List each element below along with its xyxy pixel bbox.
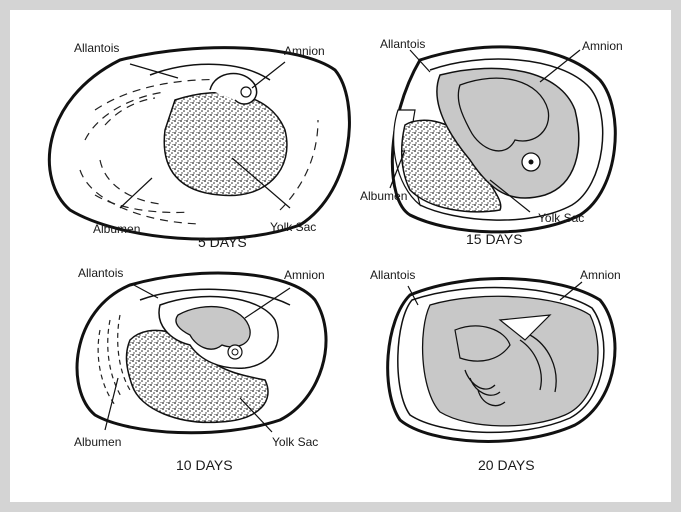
panel-caption: 10 DAYS [176,457,233,473]
allantois-label: Allantois [370,268,415,282]
yolk-sac-label: Yolk Sac [270,220,316,234]
yolk-sac-label: Yolk Sac [538,211,584,225]
panel-caption: 15 DAYS [466,231,523,247]
albumen-label: Albumen [74,435,121,449]
yolk-sac-label: Yolk Sac [272,435,318,449]
panel-5-days: Allantois Amnion Albumen Yolk Sac 5 DAYS [49,41,349,250]
yolk-sac [164,93,287,196]
albumen-label: Albumen [360,189,407,203]
embryo-pupil [529,160,534,165]
embryo-eye [228,345,242,359]
amnion-label: Amnion [580,268,621,282]
panel-15-days: Allantois Amnion Albumen Yolk Sac 15 DAY… [360,37,623,247]
allantois-label: Allantois [380,37,425,51]
panel-caption: 5 DAYS [198,234,247,250]
amnion-label: Amnion [284,44,325,58]
panel-20-days: Allantois Amnion 20 DAYS [370,268,621,473]
chick [423,296,598,426]
allantois-label: Allantois [78,266,123,280]
amnion-label: Amnion [284,268,325,282]
allantois-label: Allantois [74,41,119,55]
panel-caption: 20 DAYS [478,457,535,473]
amnion-label: Amnion [582,39,623,53]
panel-10-days: Allantois Amnion Albumen Yolk Sac 10 DAY… [74,266,326,473]
albumen-label: Albumen [93,222,140,236]
